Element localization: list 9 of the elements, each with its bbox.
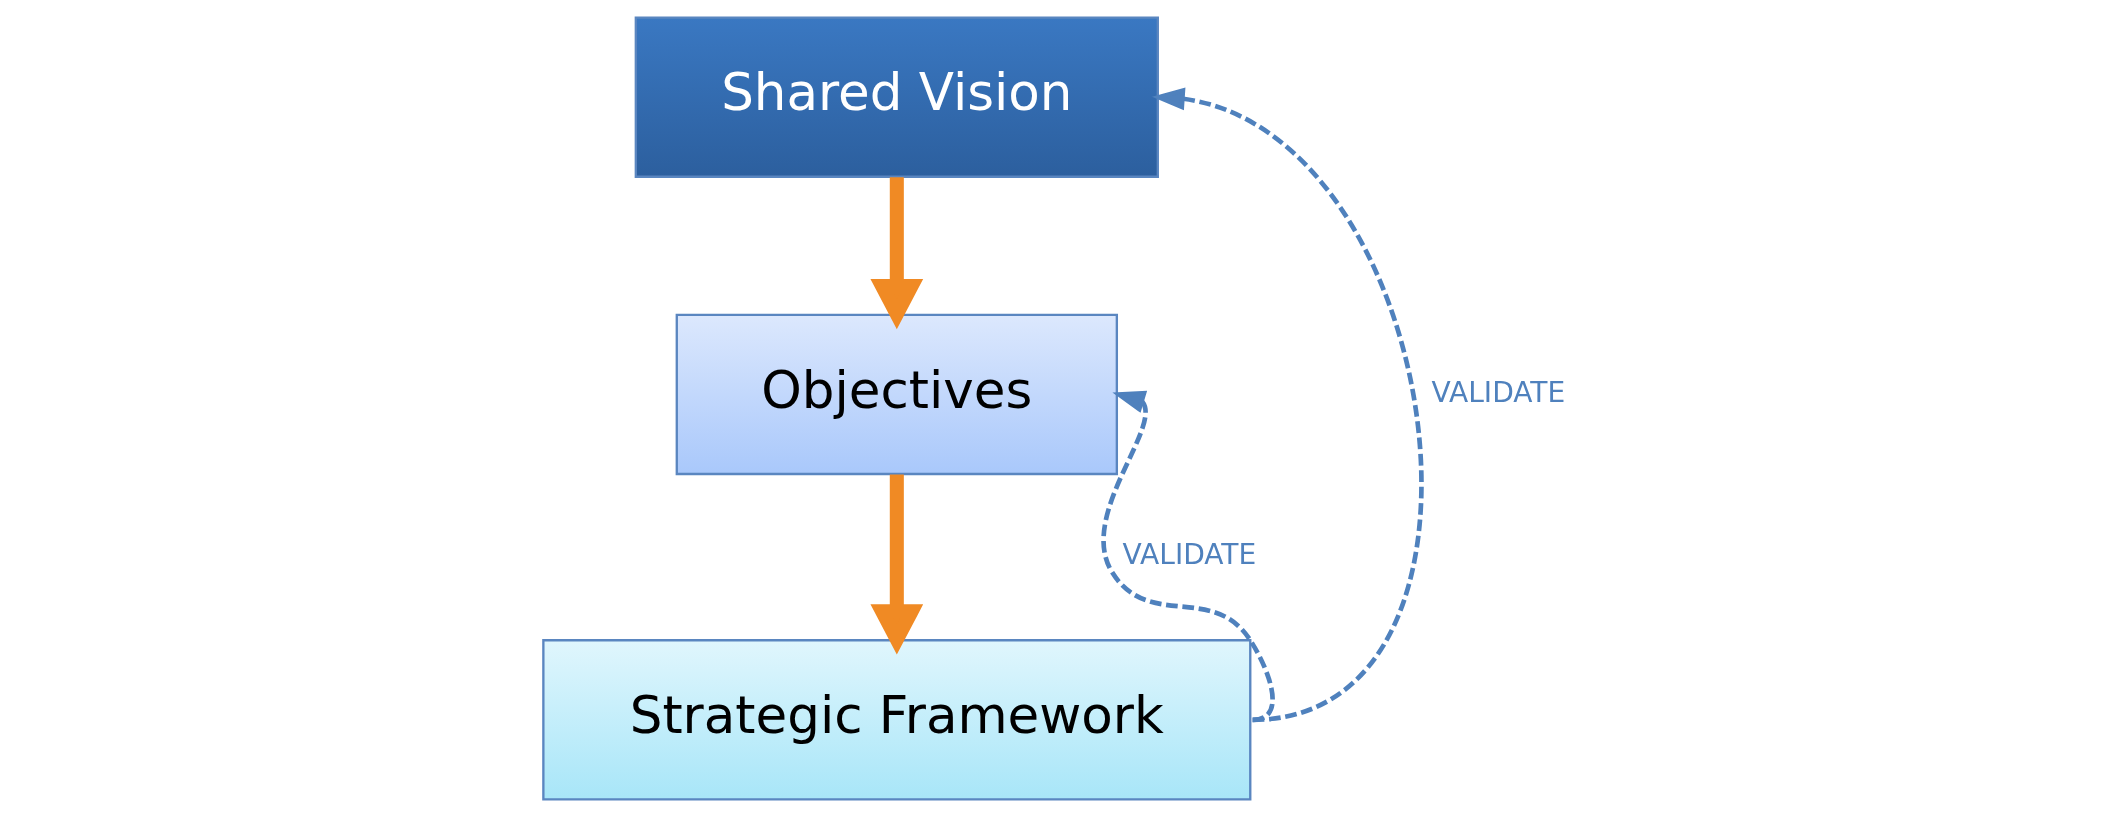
arrow: [1151, 87, 1423, 723]
edge-label: VALIDATE: [1431, 375, 1565, 409]
node-box: Strategic Framework: [541, 639, 1251, 801]
arrow: [869, 474, 923, 655]
arrow: [869, 177, 923, 330]
edge-label: VALIDATE: [1122, 538, 1256, 572]
arrow: [1100, 390, 1275, 723]
node-box: Objectives: [675, 313, 1118, 476]
node-box: Shared Vision: [634, 16, 1159, 178]
